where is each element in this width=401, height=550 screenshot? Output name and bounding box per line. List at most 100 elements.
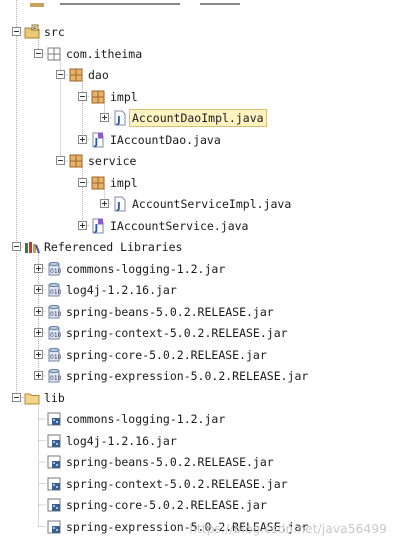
tree-node-lib-spring-core[interactable]: spring-core-5.0.2.RELEASE.jar [0, 494, 401, 516]
jar-ref-icon: 010 [46, 368, 62, 384]
svg-text:010: 010 [50, 354, 62, 361]
tree-node-ref-commons-logging[interactable]: 010 commons-logging-1.2.jar [0, 258, 401, 280]
tree-node-lib-spring-beans[interactable]: spring-beans-5.0.2.RELEASE.jar [0, 451, 401, 473]
package-icon [90, 89, 106, 105]
tree-node-label: spring-context-5.0.2.RELEASE.jar [66, 476, 288, 491]
expand-toggle-icon[interactable] [34, 371, 43, 380]
tree-node-label: lib [44, 390, 65, 405]
expand-toggle-icon[interactable] [34, 285, 43, 294]
libraries-icon [24, 239, 40, 255]
collapse-toggle-icon[interactable] [12, 27, 21, 36]
cropped-row-fragment [30, 3, 240, 7]
jar-file-icon [46, 433, 62, 449]
svg-text:010: 010 [50, 332, 62, 339]
collapse-toggle-icon[interactable] [12, 392, 21, 402]
svg-text:J: J [116, 201, 121, 212]
svg-text:J: J [94, 223, 99, 234]
tree-node-ref-spring-beans[interactable]: 010 spring-beans-5.0.2.RELEASE.jar [0, 301, 401, 323]
tree-node-file-account-dao-impl[interactable]: J AccountDaoImpl.java [0, 107, 401, 129]
collapse-toggle-icon[interactable] [12, 242, 21, 251]
jar-ref-icon: 010 [46, 325, 62, 341]
tree-node-file-iaccount-dao[interactable]: J IAccountDao.java [0, 129, 401, 151]
tree-node-src-folder[interactable]: src [0, 21, 401, 43]
jar-file-icon [46, 497, 62, 513]
tree-node-label: log4j-1.2.16.jar [66, 433, 177, 448]
collapse-toggle-icon[interactable] [34, 48, 43, 58]
jar-ref-icon: 010 [46, 261, 62, 277]
svg-text:010: 010 [50, 375, 62, 382]
tree-node-label: IAccountService.java [110, 218, 249, 233]
java-class-icon: J [112, 110, 128, 126]
expand-toggle-icon[interactable] [34, 328, 43, 337]
expand-toggle-icon[interactable] [78, 220, 87, 230]
package-icon [68, 67, 84, 83]
tree-node-lib-folder[interactable]: lib [0, 387, 401, 409]
svg-text:J: J [116, 115, 121, 126]
tree-node-label: impl [110, 89, 138, 104]
tree-node-file-iaccount-service[interactable]: J IAccountService.java [0, 215, 401, 237]
tree-node-package-service-impl[interactable]: impl [0, 172, 401, 194]
jar-file-icon [46, 476, 62, 492]
source-folder-icon [24, 24, 40, 40]
expand-toggle-icon[interactable] [100, 199, 109, 208]
tree-node-lib-spring-expression[interactable]: spring-expression-5.0.2.RELEASE.jar [0, 516, 401, 538]
tree-node-package-com-itheima[interactable]: com.itheima [0, 43, 401, 65]
svg-text:010: 010 [50, 268, 62, 275]
tree-node-label: commons-logging-1.2.jar [66, 261, 226, 276]
svg-text:010: 010 [50, 289, 62, 296]
tree-node-label: spring-beans-5.0.2.RELEASE.jar [66, 455, 274, 469]
package-icon [68, 153, 84, 169]
tree-node-lib-commons-logging[interactable]: commons-logging-1.2.jar [0, 408, 401, 430]
tree-node-label: spring-core-5.0.2.RELEASE.jar [66, 498, 267, 512]
expand-toggle-icon[interactable] [78, 134, 87, 144]
collapse-toggle-icon[interactable] [56, 70, 65, 79]
tree-node-ref-log4j[interactable]: 010 log4j-1.2.16.jar [0, 279, 401, 301]
java-interface-icon: J [90, 218, 106, 234]
tree-node-label: log4j-1.2.16.jar [66, 283, 177, 297]
expand-toggle-icon[interactable] [100, 113, 109, 122]
tree-node-file-account-service-impl[interactable]: J AccountServiceImpl.java [0, 193, 401, 215]
folder-icon [24, 390, 40, 406]
tree-node-label: AccountDaoImpl.java [129, 109, 267, 127]
expand-toggle-icon[interactable] [34, 306, 43, 316]
tree-node-label: service [88, 154, 137, 168]
collapse-toggle-icon[interactable] [78, 177, 87, 187]
tree-node-ref-spring-core[interactable]: 010 spring-core-5.0.2.RELEASE.jar [0, 344, 401, 366]
expand-toggle-icon[interactable] [34, 349, 43, 359]
tree-node-label: AccountServiceImpl.java [132, 197, 292, 211]
jar-file-icon [46, 519, 62, 535]
package-icon [46, 46, 62, 62]
tree-node-lib-spring-context[interactable]: spring-context-5.0.2.RELEASE.jar [0, 473, 401, 495]
tree-node-label: spring-beans-5.0.2.RELEASE.jar [66, 304, 274, 319]
tree-node-label: src [44, 25, 65, 39]
tree-node-label: impl [110, 175, 138, 190]
tree-node-label: spring-expression-5.0.2.RELEASE.jar [66, 519, 309, 534]
tree-node-lib-log4j[interactable]: log4j-1.2.16.jar [0, 430, 401, 452]
jar-ref-icon: 010 [46, 347, 62, 363]
jar-ref-icon: 010 [46, 304, 62, 320]
tree-node-label: com.itheima [66, 46, 143, 61]
tree-node-label: spring-core-5.0.2.RELEASE.jar [66, 347, 267, 362]
tree-node-label: IAccountDao.java [110, 132, 221, 147]
tree-node-label: dao [88, 68, 109, 82]
java-interface-icon: J [90, 132, 106, 148]
tree-node-referenced-libraries[interactable]: Referenced Libraries [0, 236, 401, 258]
tree-node-label: commons-logging-1.2.jar [66, 412, 226, 426]
expand-toggle-icon[interactable] [34, 263, 43, 273]
tree-node-label: Referenced Libraries [44, 240, 183, 254]
watermark: https://blog.csdn.net/java56499 [189, 522, 387, 536]
jar-ref-icon: 010 [46, 282, 62, 298]
tree-node-package-service[interactable]: service [0, 150, 401, 172]
previous-row-cropped [0, 0, 401, 8]
jar-file-icon [46, 454, 62, 470]
java-class-icon: J [112, 196, 128, 212]
collapse-toggle-icon[interactable] [56, 156, 65, 165]
tree-node-package-dao-impl[interactable]: impl [0, 86, 401, 108]
tree-node-package-dao[interactable]: dao [0, 64, 401, 86]
collapse-toggle-icon[interactable] [78, 91, 87, 101]
svg-text:J: J [94, 137, 99, 148]
package-icon [90, 175, 106, 191]
